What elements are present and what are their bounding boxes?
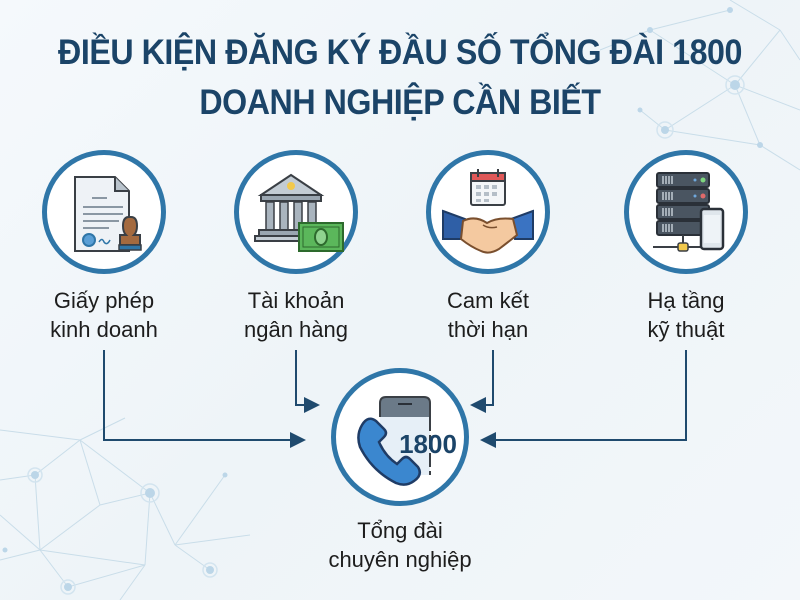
requirement-label-commitment-period: Cam kết thời hạn [447,288,529,342]
requirement-circle-technical-infrastructure [624,150,748,274]
server-phone-icon [653,172,725,252]
requirement-label-bank-account: Tài khoản ngân hàng [244,288,348,342]
page-title: ĐIỀU KIỆN ĐĂNG KÝ ĐẦU SỐ TỔNG ĐÀI 1800 D… [32,28,768,128]
phone-1800-icon: 1800 [357,396,457,486]
call-center-number: 1800 [399,429,457,459]
result-circle-call-center: 1800 [331,368,469,506]
result-label-call-center: Tổng đài chuyên nghiệp [328,518,472,572]
requirement-circle-bank-account [234,150,358,274]
bank-money-icon [254,173,344,252]
requirement-label-technical-infrastructure: Hạ tầng kỹ thuật [647,288,725,342]
title-line-2: DOANH NGHIỆP CẦN BIẾT [199,83,601,122]
handshake-calendar-icon [442,169,534,254]
requirement-label-business-license: Giấy phép kinh doanh [50,288,158,342]
business-license-stamp-icon [74,176,142,252]
requirement-circle-commitment-period [426,150,550,274]
title-line-1: ĐIỀU KIỆN ĐĂNG KÝ ĐẦU SỐ TỔNG ĐÀI 1800 [58,33,742,72]
requirement-circle-business-license [42,150,166,274]
